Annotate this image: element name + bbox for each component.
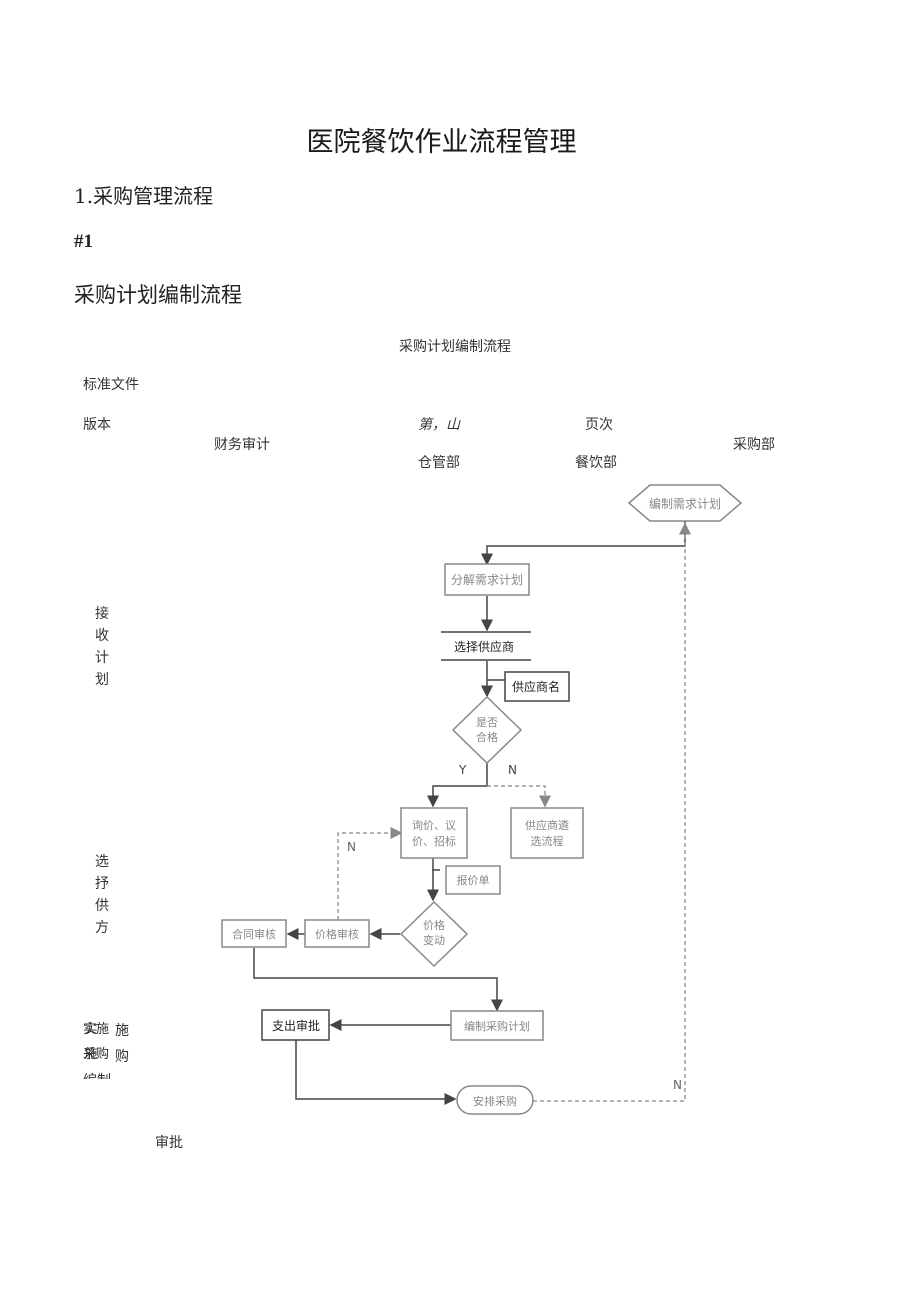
document-title: 医院餐饮作业流程管理 [306,127,577,158]
node-inquiry: 询价、议 价、招标 [400,807,468,859]
edge-compile-to-decompose [481,521,686,566]
node-qualified-label-1: 是否 [476,716,498,729]
flow-edges [253,521,686,1105]
edge-review-back [337,827,403,920]
dept-catering: 餐饮部 [575,455,617,471]
node-contract-review-label: 合同审核 [232,927,276,941]
edge-label-no-3: N [673,1078,682,1092]
node-price-change-label-1: 价格 [423,918,445,932]
node-reselect-supplier: 供应商遴 选流程 [510,807,584,859]
node-price-review: 价格审核 [304,919,370,948]
stage-implement-cells: 实施 采购 [83,1022,109,1062]
flowchart-title: 采购计划编制流程 [399,339,511,355]
dept-finance: 财务审计 [214,437,270,453]
node-decompose-demand: 分解需求计划 [444,563,530,596]
node-quote-label: 报价单 [457,873,490,887]
node-contract-review: 合同审核 [221,919,287,948]
dashed-edges [337,522,691,1102]
stage-receive-plan: 接收计划 [95,606,109,688]
node-compile-purchase-label: 编制采购计划 [464,1019,530,1033]
node-supplier-list: 供应商名 [504,671,570,702]
stage-approve: 审批 [155,1135,183,1151]
node-compile-purchase: 编制采购计划 [450,1010,544,1041]
node-price-review-label: 价格审核 [315,927,359,941]
edge-qualified-yes [427,762,488,808]
stage-implement-cut: 编制 [83,1070,111,1079]
edge-arrange-back [533,522,691,1102]
node-arrange-purchase: 安排采购 [456,1085,534,1115]
edge-label-no-2: N [347,840,356,854]
node-compile-demand-label: 编制需求计划 [649,496,721,511]
stage-implement-right-2: 购 [115,1049,129,1065]
node-qualified: 是否 合格 [451,695,523,765]
node-reselect-label-2: 选流程 [531,834,564,848]
version-label: 版本 [83,417,111,433]
node-supplier-list-label: 供应商名 [512,679,560,694]
edge-qualified-no [487,785,551,808]
stage-implement-char-1: 实施 [83,1022,109,1037]
node-inquiry-label-1: 询价、议 [412,819,456,832]
subsection-heading: 采购计划编制流程 [74,283,242,307]
node-reselect-label-1: 供应商遴 [525,818,569,832]
node-decompose-demand-label: 分解需求计划 [451,573,523,587]
edge-contract-to-compile [253,948,503,1012]
dept-warehouse: 仓管部 [418,455,460,471]
node-expense-approval: 支出审批 [261,1009,330,1041]
page-number-label: 第，山 [418,417,460,433]
dept-purchase: 采购部 [733,437,775,453]
section-heading: 1.采购管理流程 [74,184,214,208]
node-expense-approval-label: 支出审批 [272,1018,320,1033]
node-compile-demand: 编制需求计划 [627,484,743,522]
stage-implement-char-2: 采购 [83,1046,109,1062]
stage-implement-right-1: 施 [115,1023,129,1039]
node-inquiry-label-2: 价、招标 [412,834,456,848]
reference-number: #1 [74,231,93,252]
node-select-supplier: 选择供应商 [441,631,531,661]
stage-select-supplier: 选抒供方 [95,854,109,936]
standard-doc-label: 标准文件 [83,377,139,393]
edge-label-yes: Y [458,763,467,777]
node-price-change: 价格 变动 [399,900,469,968]
edge-expense-to-arrange [295,1040,457,1105]
node-quote: 报价单 [445,865,501,895]
edge-label-no: N [508,763,517,777]
node-qualified-label-2: 合格 [476,730,498,744]
node-price-change-label-2: 变动 [423,933,445,947]
node-select-supplier-label: 选择供应商 [454,639,514,654]
node-arrange-purchase-label: 安排采购 [473,1094,517,1108]
stage-implement-col-1: 实施 [83,1017,99,1078]
page-count-label: 页次 [585,417,613,433]
stage-implement-text: 实施 [84,1022,98,1062]
